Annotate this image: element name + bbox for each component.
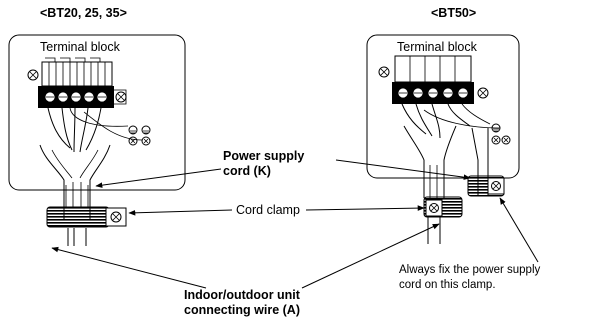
left-unit: <BT20, 25, 35> Terminal block xyxy=(8,6,186,246)
right-cord-clamp-indoor xyxy=(423,196,463,218)
callout-connecting-wire: Indoor/outdoor unit connecting wire (A) xyxy=(51,223,440,317)
right-enclosure xyxy=(366,34,520,179)
right-earth-terminals xyxy=(491,123,511,145)
left-terminal-block-label: Terminal block xyxy=(40,40,121,54)
right-terminal-block-label: Terminal block xyxy=(397,40,478,54)
cord-clamp-label: Cord clamp xyxy=(236,203,300,217)
right-unit: <BT50> Terminal block xyxy=(366,6,520,244)
right-terminal-block xyxy=(378,55,489,104)
callout-fix-note: Always fix the power supply cord on this… xyxy=(399,197,541,291)
left-enclosure xyxy=(8,34,186,191)
right-cable-bundle xyxy=(403,125,489,244)
left-terminal-block xyxy=(27,57,127,108)
callout-power-supply-cord: Power supply cord (K) xyxy=(95,149,471,188)
left-wires xyxy=(47,107,143,153)
right-wires xyxy=(401,103,501,139)
right-cord-clamp-power xyxy=(467,175,505,197)
power-supply-cord-label-line2: cord (K) xyxy=(223,164,271,178)
fix-note-line2: cord on this clamp. xyxy=(399,279,496,291)
power-supply-cord-label-line1: Power supply xyxy=(223,149,304,163)
connecting-wire-label-line2: connecting wire (A) xyxy=(184,303,300,317)
fix-note-line1: Always fix the power supply xyxy=(399,264,541,276)
left-cable-bundle xyxy=(39,144,111,246)
left-cord-clamp xyxy=(46,206,127,228)
right-unit-header: <BT50> xyxy=(431,6,476,20)
callout-cord-clamp: Cord clamp xyxy=(128,203,425,217)
connecting-wire-label-line1: Indoor/outdoor unit xyxy=(184,288,301,302)
left-earth-terminals xyxy=(128,125,151,146)
left-unit-header: <BT20, 25, 35> xyxy=(40,6,127,20)
